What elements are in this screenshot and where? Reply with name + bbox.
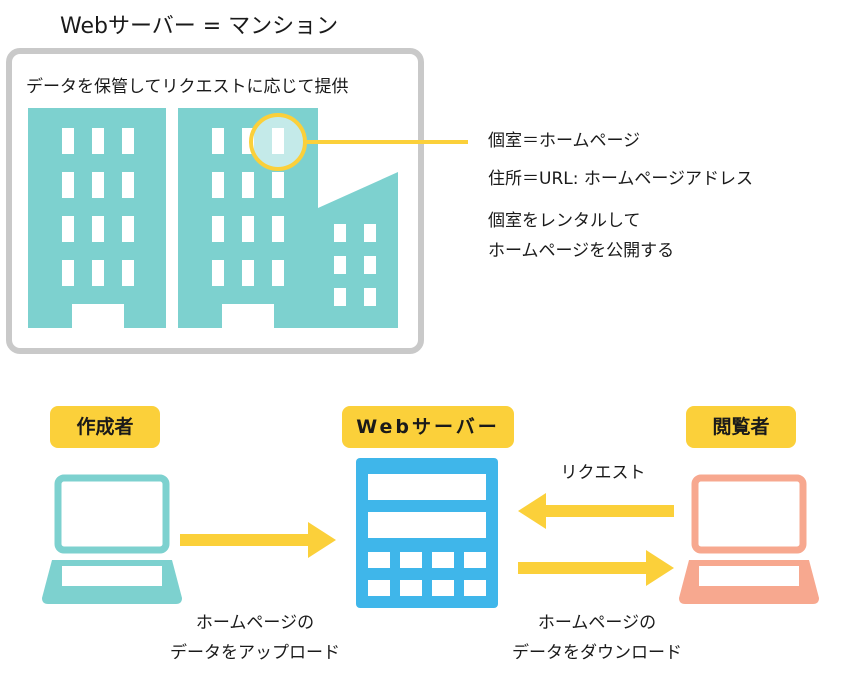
diagram-title: Webサーバー = マンション xyxy=(60,14,339,39)
download-label-line2: データをダウンロード xyxy=(512,643,682,663)
note-room: 個室＝ホームページ xyxy=(488,131,641,151)
download-arrow-icon xyxy=(518,550,674,586)
web-server-icon xyxy=(356,458,498,608)
download-label-line1: ホームページの xyxy=(537,613,657,633)
author-label: 作成者 xyxy=(50,406,160,448)
upload-label-line1: ホームページの xyxy=(195,613,315,633)
room-highlight xyxy=(249,113,468,171)
note-rent-line1: 個室をレンタルして xyxy=(488,211,641,231)
viewer-laptop-icon xyxy=(679,474,819,604)
upload-label-line2: データをアップロード xyxy=(170,643,340,663)
author-laptop-icon xyxy=(42,474,182,604)
mansion-caption: データを保管してリクエストに応じて提供 xyxy=(26,77,349,97)
request-arrow-icon xyxy=(518,493,674,529)
request-label: リクエスト xyxy=(560,463,646,483)
server-label: Webサーバー xyxy=(342,406,514,448)
building-left xyxy=(28,108,166,328)
upload-arrow-icon xyxy=(180,522,336,558)
note-address: 住所＝URL: ホームページアドレス xyxy=(488,169,754,189)
note-rent-line2: ホームページを公開する xyxy=(488,241,675,261)
building-center xyxy=(178,108,318,328)
viewer-label: 閲覧者 xyxy=(686,406,796,448)
building-right xyxy=(318,172,398,328)
